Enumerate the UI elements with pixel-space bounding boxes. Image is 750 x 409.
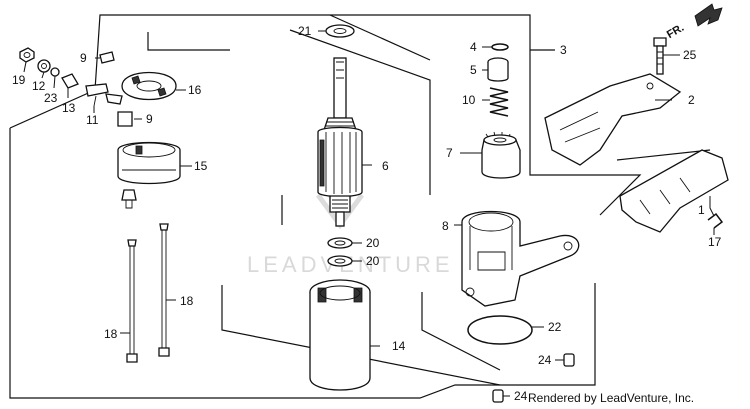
part-22-o-ring[interactable]	[467, 315, 533, 345]
part-25-bolt[interactable]	[653, 37, 667, 75]
render-credit: Rendered by LeadVenture, Inc.	[528, 391, 694, 405]
part-9-brushes[interactable]	[99, 51, 133, 127]
part-21-washer[interactable]	[325, 24, 355, 38]
callout-7[interactable]: 7	[446, 146, 453, 160]
callout-24b[interactable]: 24	[514, 389, 528, 403]
callout-13[interactable]: 13	[62, 101, 76, 115]
part-4-snap-ring[interactable]	[491, 43, 509, 51]
callout-20b[interactable]: 20	[366, 254, 380, 268]
callout-19[interactable]: 19	[12, 73, 26, 87]
callout-3[interactable]: 3	[560, 43, 567, 57]
forward-direction-label: FR.	[665, 22, 686, 41]
callout-21[interactable]: 21	[298, 24, 312, 38]
part-14-yoke-housing[interactable]	[309, 279, 371, 391]
part-20-washers[interactable]	[327, 237, 353, 267]
callout-15[interactable]: 15	[194, 159, 208, 173]
callout-10[interactable]: 10	[462, 93, 476, 107]
callout-18a[interactable]: 18	[180, 294, 194, 308]
part-13-insulator[interactable]	[61, 73, 79, 89]
part-12-washer[interactable]	[37, 59, 51, 73]
leader-lines	[23, 30, 715, 397]
callout-8[interactable]: 8	[442, 219, 449, 233]
callout-9b[interactable]: 9	[146, 112, 153, 126]
part-23-washer[interactable]	[50, 67, 60, 77]
callout-6[interactable]: 6	[382, 159, 389, 173]
callout-22[interactable]: 22	[548, 320, 562, 334]
callout-12[interactable]: 12	[32, 79, 46, 93]
part-11-terminal[interactable]	[85, 83, 123, 107]
callout-18b[interactable]: 18	[104, 327, 118, 341]
callout-24a[interactable]: 24	[538, 353, 552, 367]
callout-25[interactable]: 25	[683, 48, 697, 62]
part-7-pinion-gear[interactable]	[481, 131, 521, 179]
callout-5[interactable]: 5	[470, 63, 477, 77]
callout-23[interactable]: 23	[44, 91, 58, 105]
callout-2[interactable]: 2	[688, 93, 695, 107]
part-15-rear-cover[interactable]	[117, 141, 181, 209]
part-18-through-bolts[interactable]	[126, 223, 170, 363]
forward-direction-arrow	[694, 3, 723, 27]
callout-11[interactable]: 11	[86, 113, 99, 127]
callout-16[interactable]: 16	[188, 83, 202, 97]
part-16-brush-holder[interactable]	[121, 71, 177, 101]
part-19-nut[interactable]	[19, 47, 35, 63]
part-1-cover-plate[interactable]	[619, 149, 729, 233]
callout-14[interactable]: 14	[392, 339, 406, 353]
callout-20a[interactable]: 20	[366, 236, 380, 250]
callout-17[interactable]: 17	[708, 235, 722, 249]
callout-9a[interactable]: 9	[80, 51, 87, 65]
callout-4[interactable]: 4	[470, 40, 477, 54]
callout-1[interactable]: 1	[698, 203, 705, 217]
part-5-collar[interactable]	[487, 57, 509, 82]
part-10-spring[interactable]	[489, 87, 509, 117]
part-6-armature[interactable]	[317, 57, 363, 227]
part-8-front-cover[interactable]	[461, 210, 580, 307]
part-2-bracket[interactable]	[544, 73, 682, 166]
part-17-clip[interactable]	[707, 212, 724, 229]
watermark-text: LEADVENTURE	[247, 252, 454, 277]
